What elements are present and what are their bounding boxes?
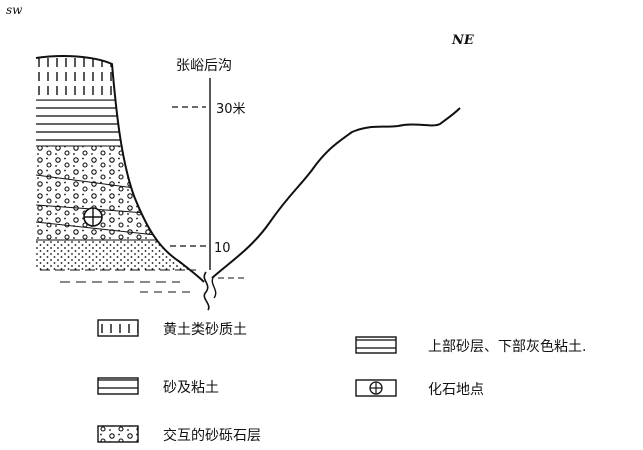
ne-slope-profile [211,107,461,279]
sw-cliff-profile [35,55,205,283]
locality-label: 张峪后沟 [176,58,232,74]
legend: 黄土类砂质土 砂及粘土 交互的砂砾石层 上部砂层、下部灰色粘土. 化石地点 [97,319,586,444]
legend-item-sand-clay: 砂及粘土 [97,377,219,396]
legend-item-gravel: 交互的砂砾石层 [97,425,261,444]
legend-item-fossil: 化石地点 [355,379,484,398]
sw-cliff-strata [36,56,204,270]
svg-text:砂及粘土: 砂及粘土 [163,380,219,396]
stratum-sand-clay [36,100,204,146]
orientation-right: NE [451,33,475,48]
gully-stream [203,271,210,311]
legend-item-upper-sand: 上部砂层、下部灰色粘土. [355,336,586,355]
scale-label-upper: 30米 [216,102,246,117]
svg-text:上部砂层、下部灰色粘土.: 上部砂层、下部灰色粘土. [428,338,586,355]
fossil-site-marker [83,207,103,227]
svg-text:黄土类砂质土: 黄土类砂质土 [163,321,247,338]
scale-label-lower: 10 [214,241,231,256]
stratum-sand-lower [36,240,204,270]
gully-stream-2 [211,275,217,299]
orientation-left: sw [6,3,23,17]
stratum-gravel [36,146,204,240]
legend-item-loess: 黄土类砂质土 [97,319,247,338]
svg-text:化石地点: 化石地点 [428,382,484,398]
svg-text:交互的砂砾石层: 交互的砂砾石层 [163,427,261,444]
